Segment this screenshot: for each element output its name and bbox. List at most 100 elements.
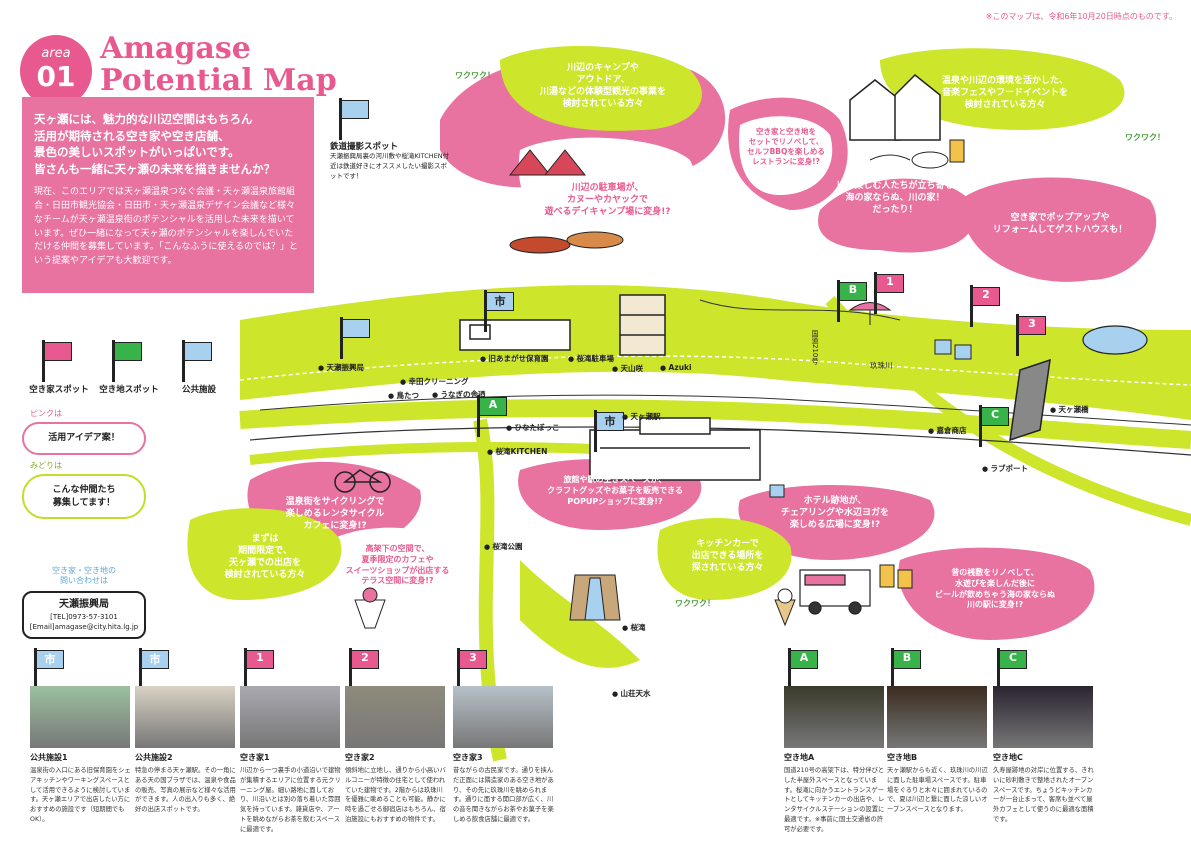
card-flag-icon: 3: [453, 648, 493, 692]
legend-akiya-flag-icon: [38, 340, 78, 384]
title-line2: Potential Map: [100, 62, 337, 98]
green-blob-camp: [500, 46, 702, 131]
legend-akichi-flag-icon: [108, 340, 148, 384]
area-badge-number: 01: [36, 60, 76, 93]
green-blob-kitchen: [657, 518, 792, 600]
card-title: 空き家2: [345, 753, 375, 762]
river-line: [249, 426, 1191, 456]
place-station[interactable]: 天ヶ瀬駅: [622, 411, 661, 422]
area-badge-label: area: [41, 46, 71, 61]
card-description: 川辺から一つ裏手の小道沿いで建物が集積するエリアに位置する元クリーニング屋。細い…: [240, 767, 341, 833]
idea-cycling: 温泉街をサイクリングで 楽しめるレンタサイクル カフェに変身!?: [285, 497, 385, 532]
legend-public: 公共施設: [181, 385, 216, 395]
wakuwaku-3: ワクワク！: [675, 599, 715, 608]
houses-icon: [849, 73, 941, 141]
white-bubble-sweets: [327, 527, 462, 610]
place-kagura[interactable]: 嘉倉商店: [928, 425, 967, 436]
green-road-mid: [239, 399, 1191, 449]
card-photo: [887, 686, 987, 748]
idea-popup-shop: 旅館や駅の空きスペースが、 クラフトグッズやお菓子を販売できる POPUPショッ…: [547, 475, 683, 506]
place-hinata[interactable]: ひなたぼっこ: [506, 422, 560, 433]
idea-camp: 川辺のキャンプや アウトドア、 川湯などの体験型観光の事業を 検討されている方々: [539, 63, 666, 110]
road-line: [239, 355, 1191, 386]
map-flag-b[interactable]: B: [833, 280, 873, 324]
map-flag-2[interactable]: 2: [966, 285, 1006, 329]
title-line1: Amagase: [100, 31, 251, 66]
card-title: 公共施設2: [135, 753, 173, 762]
idea-machi: まずは 期間限定で、 天ヶ瀬での出店を 検討されている方々: [224, 534, 306, 581]
drink-icon: [879, 564, 913, 589]
map-flag-shinkoukyoku[interactable]: [336, 317, 376, 361]
card-photo: [784, 686, 884, 748]
map-date-note: ※このマップは、令和6年10月20日時点のものです。: [985, 12, 1177, 21]
pink-label: ピンクは: [30, 409, 62, 418]
idea-beer: 昔の桟敷をリノベして、 水遊びを楽しんだ後に ビールが飲めちゃう海の家ならぬ 川…: [935, 568, 1055, 610]
contact-email[interactable]: [Email]amagase@city.hita.lg.jp: [29, 623, 139, 632]
contact-tel[interactable]: [TEL]0973-57-3101: [50, 612, 118, 621]
bicycle-icon: [334, 469, 391, 493]
road-north: [699, 299, 901, 321]
idea-canoe: 川辺の駐車場が、 カヌーやカヤックで 遊べるデイキャンプ場に変身!?: [544, 183, 671, 218]
place-sakura-kitchen[interactable]: 桜滝KITCHEN: [487, 446, 548, 457]
card-title: 空き家1: [240, 753, 270, 762]
card-description: 天ヶ瀬駅からも近く、玖珠川の川辺に面した駐車場スペースです。駐車場をぐるりと木々…: [887, 767, 988, 813]
card-flag-icon: 2: [345, 648, 385, 692]
canoe-icon: [509, 231, 624, 254]
place-tenzansaki[interactable]: 天山咲: [612, 363, 644, 374]
place-sakura-parking[interactable]: 桜滝駐車場: [568, 353, 615, 364]
legend-akiya: 空き家スポット: [29, 385, 89, 395]
pink-blob-popup: [960, 177, 1157, 282]
place-toritatsu[interactable]: 鳥たつ: [388, 390, 420, 401]
card-photo: [135, 686, 235, 748]
map-flag-3[interactable]: 3: [1012, 314, 1052, 358]
place-sakuradaki[interactable]: 桜滝: [622, 622, 646, 633]
waterfall-icon: [569, 574, 621, 621]
wakuwaku-1: ワクワク！: [455, 71, 495, 80]
card-photo: [993, 686, 1093, 748]
card-flag-icon: 1: [240, 648, 280, 692]
map-flag-1[interactable]: 1: [870, 272, 910, 316]
place-kyu-hoikuen[interactable]: 旧あまがせ保育園: [480, 353, 549, 364]
card-title: 空き地A: [784, 753, 815, 762]
idea-sweets: 高架下の空間で、 夏季限定のカフェや スイーツショップが出店する テラス空間に変…: [345, 544, 450, 586]
umbrella-icon: [848, 302, 892, 325]
card-description: 久寿屋跡地の対岸に位置する、きれいに砂利敷きで整地されたオープンスペースです。ち…: [993, 767, 1094, 823]
place-park[interactable]: 桜滝公園: [484, 541, 523, 552]
card-description: 傾斜地に立地し、通りから小高いバルコニーが特徴の住宅として使われていた建物です。…: [345, 767, 446, 823]
place-sanso[interactable]: 山荘天水: [612, 688, 651, 699]
photo-spot-flag-icon: [335, 98, 375, 142]
legend-photo-desc: 天瀬振興局裏の河川敷や桜滝KITCHEN付近は鉄道好きにオススメしたい撮影スポッ…: [330, 152, 450, 180]
card-description: 昔ながらの古民家です。通りを挟んだ正面には隣造家のある空き地があり、その先に玖珠…: [453, 767, 554, 823]
chair-icon: [769, 339, 972, 498]
map-flag-c[interactable]: C: [975, 405, 1015, 449]
station-building: [589, 417, 761, 481]
green-label: みどりは: [30, 461, 62, 470]
place-lovepoint[interactable]: ラブポート: [982, 463, 1029, 474]
map-flag-public-1[interactable]: 市: [480, 290, 520, 334]
legend-public-flag-icon: [178, 340, 218, 384]
idea-bbq: 空き家と空き地を セットでリノベして、 セルフBBQを楽しめる レストランに変身…: [747, 127, 825, 167]
legend-photo-title: 鉄道撮影スポット: [330, 142, 399, 152]
contact-org: 天瀬振興局: [59, 598, 109, 610]
hoikuen-building: [459, 319, 571, 351]
card-photo: [345, 686, 445, 748]
place-azuki[interactable]: Azuki: [660, 363, 692, 372]
card-flag-icon: A: [784, 648, 824, 692]
place-shinkoukyoku[interactable]: 天瀬振興局: [318, 362, 365, 373]
river-label: 玖珠川: [870, 361, 893, 370]
place-bridge[interactable]: 天ヶ瀬橋: [1050, 404, 1089, 415]
road-label: 国道210号: [811, 330, 819, 365]
pink-blob-beer: [898, 547, 1095, 640]
card-photo: [240, 686, 340, 748]
contact-box: 天瀬振興局 [TEL]0973-57-3101 [Email]amagase@c…: [22, 590, 146, 639]
card-flag-icon: C: [993, 648, 1033, 692]
place-unagi[interactable]: うなぎの舎迺: [432, 389, 486, 400]
card-photo: [30, 686, 130, 748]
card-photo: [453, 686, 553, 748]
pink-box: 活用アイデア案！: [22, 422, 146, 455]
card-description: 温泉街の入口にある旧保育園をシェアキッチンやワーキングスペースとして活用できるよ…: [30, 767, 131, 823]
idea-yoga: ホテル跡地が、 チェアリングや水辺ヨガを 楽しめる広場に変身!?: [780, 496, 889, 531]
place-kouda-cleaning[interactable]: 幸田クリーニング: [400, 376, 469, 387]
map-flag-a[interactable]: A: [473, 395, 513, 439]
idea-umi: 川を楽しむ人たちが立ち寄る 海の家ならぬ、川の家！ だったり！: [836, 181, 954, 216]
